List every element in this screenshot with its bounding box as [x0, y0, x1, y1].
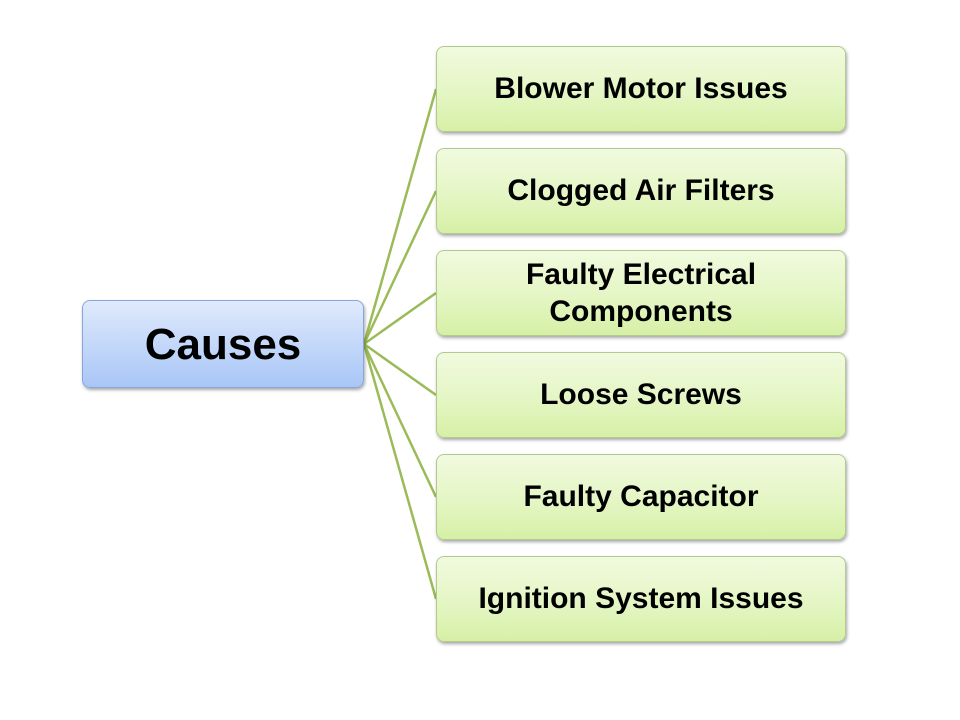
root-node-causes: Causes	[82, 300, 364, 388]
child-node-ignition-system-issues: Ignition System Issues	[436, 556, 846, 642]
child-node-label: Loose Screws	[540, 378, 742, 412]
child-node-label: Faulty Capacitor	[523, 480, 759, 514]
connector-line-0	[362, 88, 438, 345]
child-node-label: Ignition System Issues	[478, 582, 804, 616]
child-node-label: Faulty Electrical Components	[525, 257, 757, 329]
child-node-faulty-capacitor: Faulty Capacitor	[436, 454, 846, 540]
connector-line-3	[363, 342, 437, 397]
child-node-label: Blower Motor Issues	[494, 72, 788, 106]
child-node-faulty-electrical-components: Faulty Electrical Components	[436, 250, 846, 336]
connector-line-1	[362, 190, 438, 345]
connector-line-4	[362, 343, 438, 498]
child-node-label: Clogged Air Filters	[507, 174, 775, 208]
connector-line-5	[362, 343, 438, 600]
root-node-label: Causes	[144, 319, 302, 369]
connector-line-2	[363, 291, 437, 346]
child-node-loose-screws: Loose Screws	[436, 352, 846, 438]
child-node-blower-motor-issues: Blower Motor Issues	[436, 46, 846, 132]
child-node-clogged-air-filters: Clogged Air Filters	[436, 148, 846, 234]
